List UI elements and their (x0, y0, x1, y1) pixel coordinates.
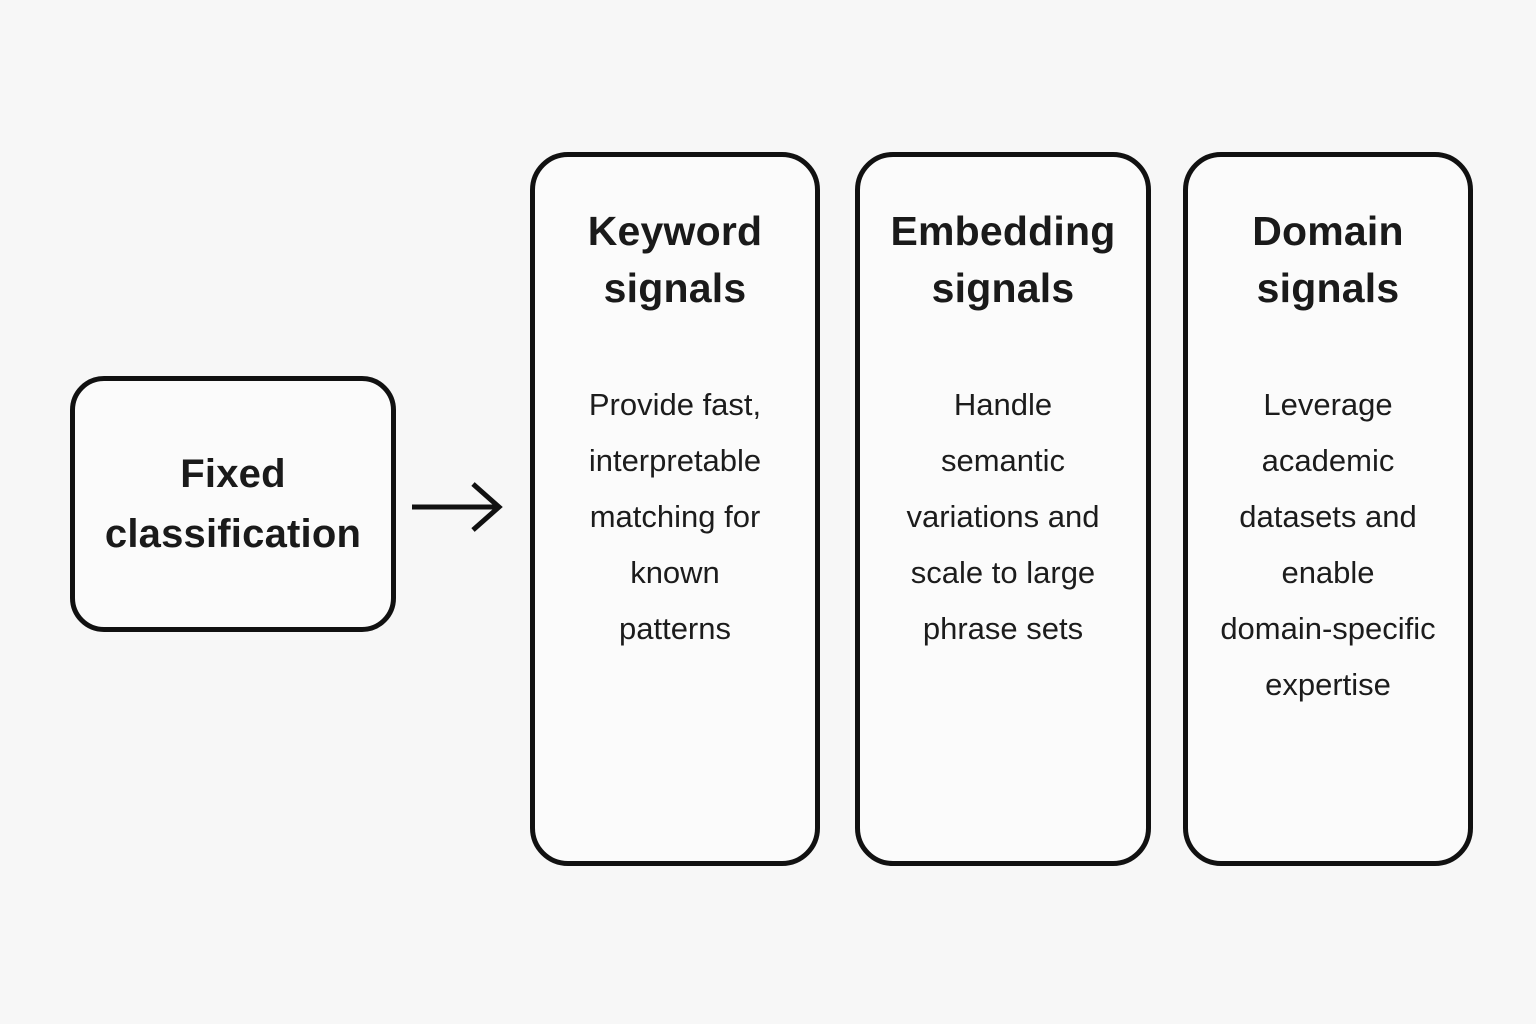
card-title: Keyword signals (587, 208, 763, 311)
fixed-classification-label: Fixed classification (104, 452, 362, 556)
right-arrow-icon (412, 482, 503, 532)
card-domain-signals: Domain signals Leverage academic dataset… (1183, 152, 1473, 866)
card-body: Leverage academic datasets and enable do… (1220, 387, 1436, 702)
card-keyword-signals: Keyword signals Provide fast, interpreta… (530, 152, 820, 866)
card-body: Provide fast, interpretable matching for… (588, 387, 762, 646)
card-body: Handle semantic variations and scale to … (906, 387, 1100, 646)
card-embedding-signals: Embedding signals Handle semantic variat… (855, 152, 1151, 866)
card-title: Embedding signals (890, 208, 1116, 311)
card-title: Domain signals (1252, 208, 1404, 311)
fixed-classification-box: Fixed classification (70, 376, 396, 632)
